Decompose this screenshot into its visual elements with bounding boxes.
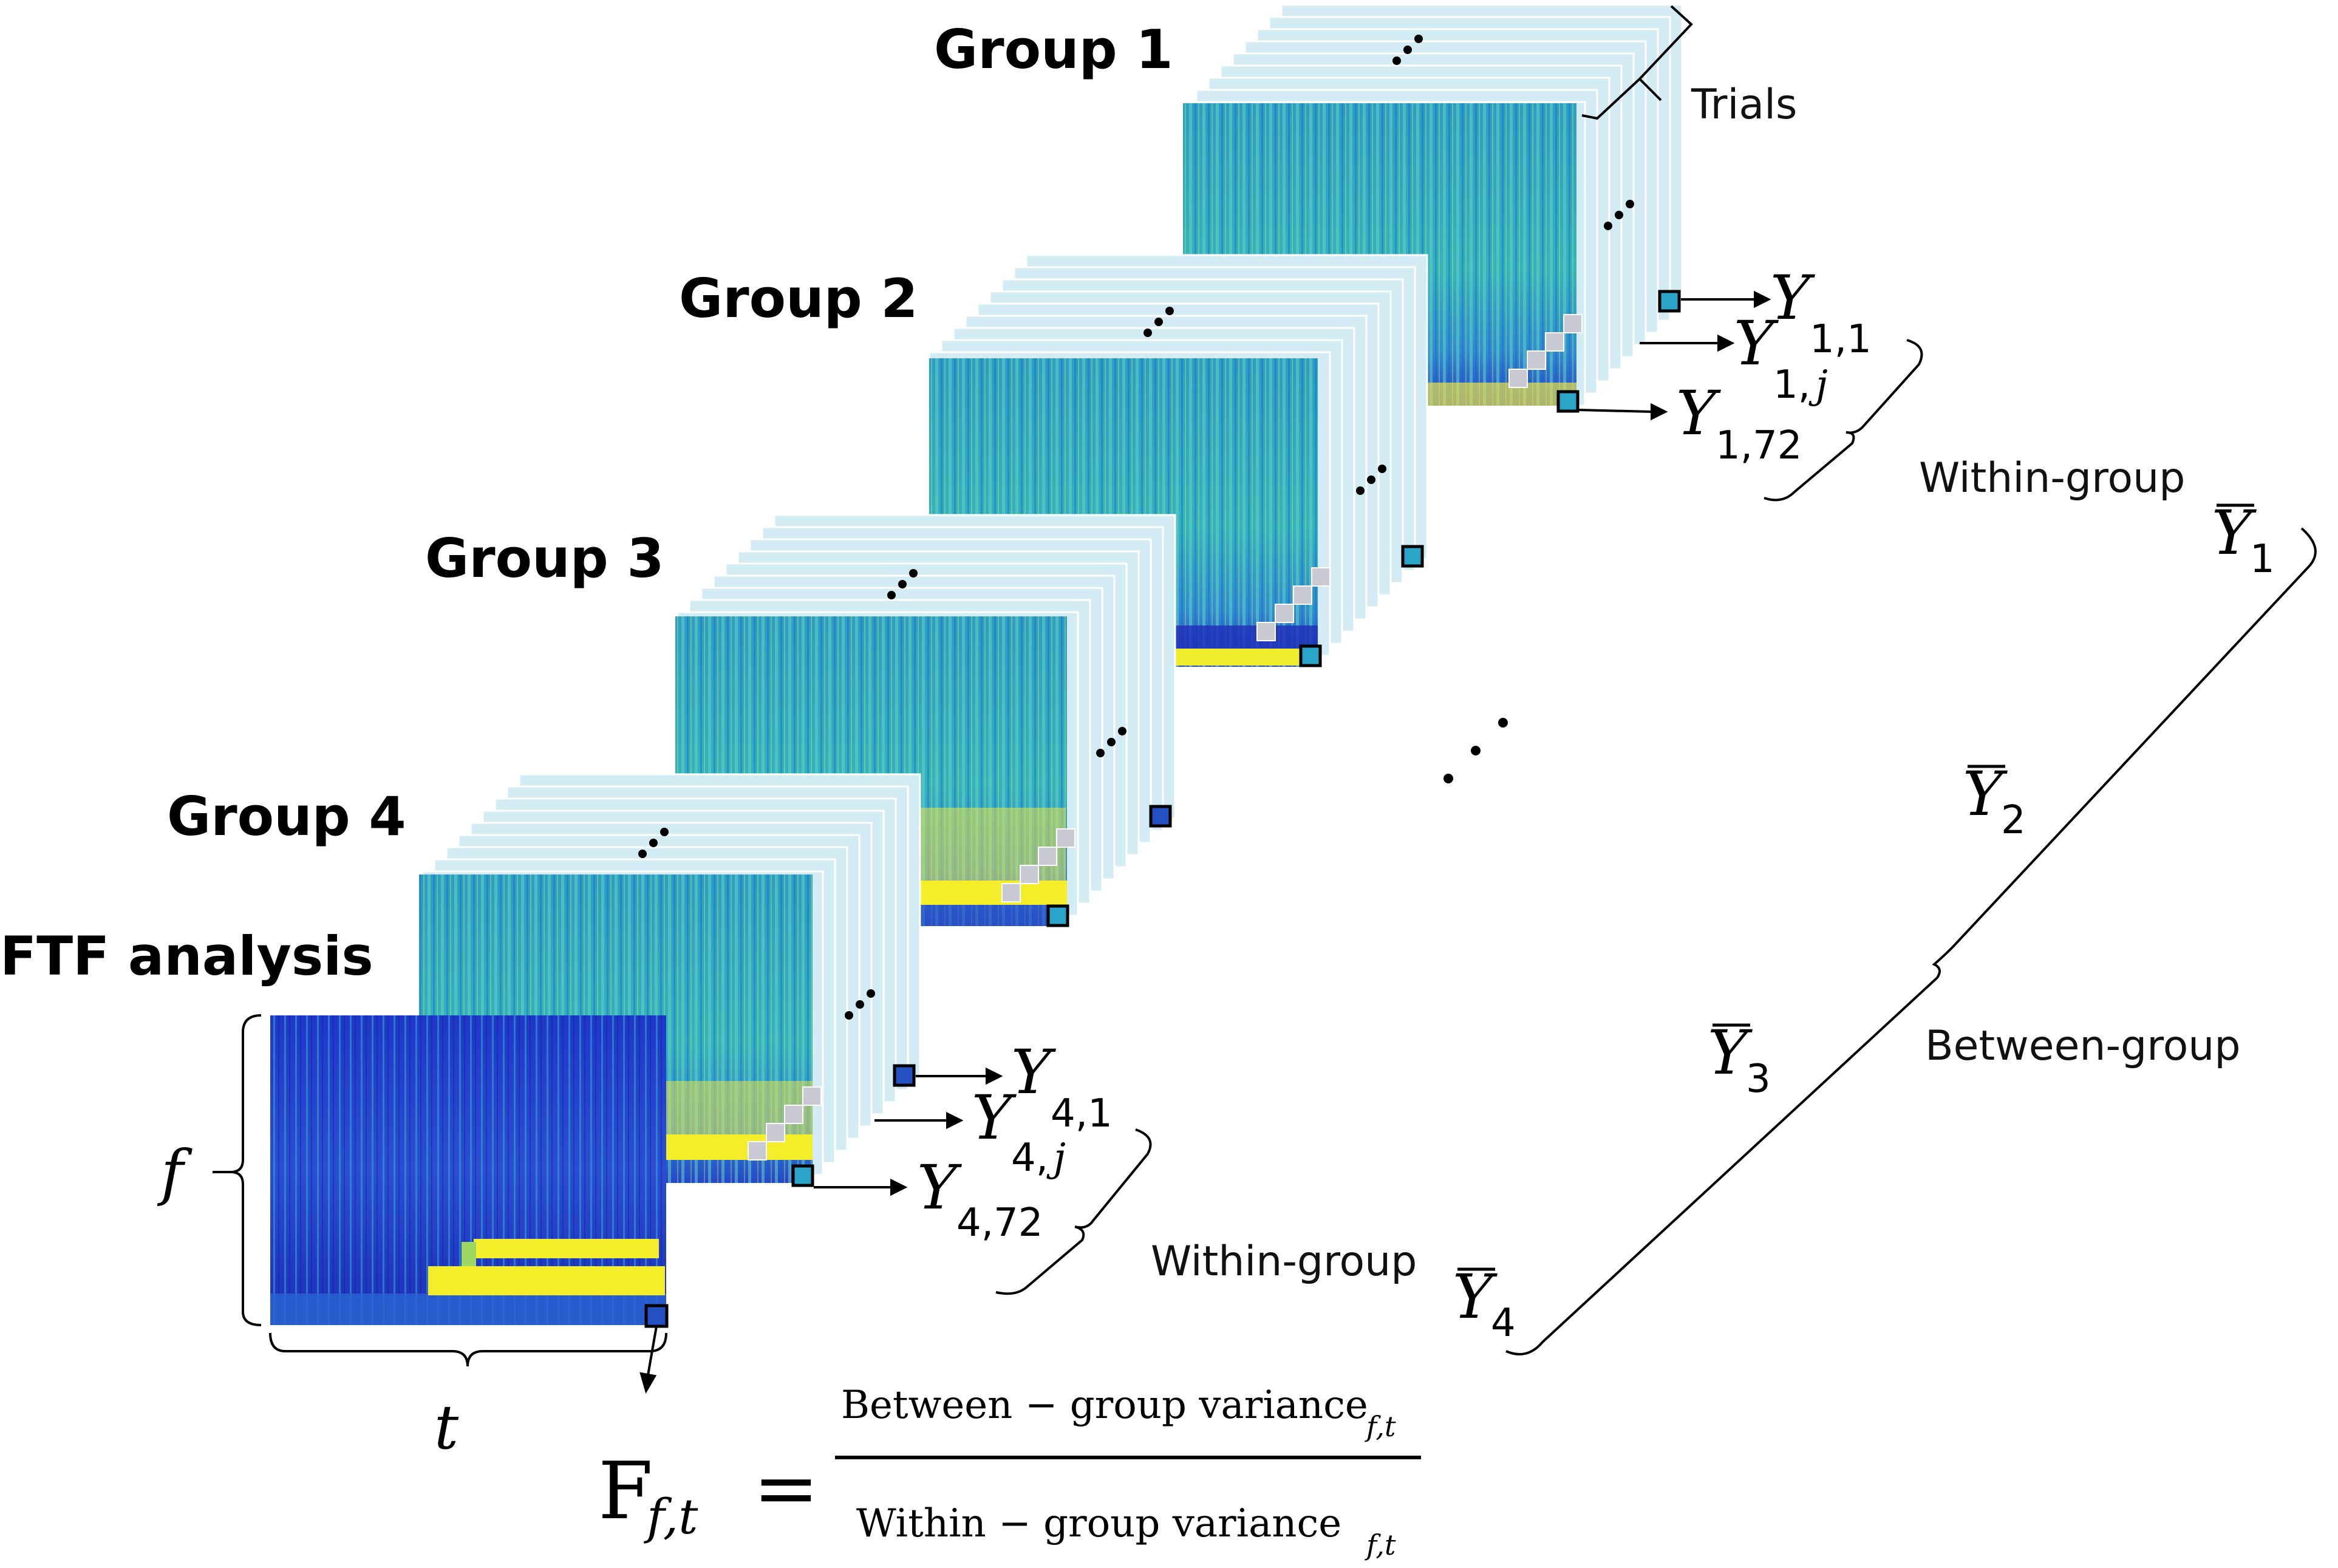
y-symbol: Y: [972, 1082, 1017, 1153]
ellipsis-dots: [1143, 307, 1386, 495]
marker-first: [1401, 545, 1424, 568]
marker-first: [1658, 290, 1681, 313]
y-symbol: Y: [2212, 497, 2257, 568]
y-symbol: Y: [1453, 1261, 1498, 1332]
ellipsis-dots: [1392, 35, 1634, 230]
axis-t-label: t: [434, 1392, 459, 1463]
y-label-4-first: Y 4,1: [1011, 1037, 1113, 1136]
axis-f-label: f: [157, 1137, 193, 1208]
marker-last: [791, 1164, 814, 1187]
ellipsis-groups: [1443, 718, 1508, 783]
group-2-title: Group 2: [679, 267, 918, 330]
marker-first: [1149, 805, 1172, 828]
y-symbol: Y: [1770, 262, 1815, 333]
y-label-1-first: Y 1,1: [1770, 262, 1872, 362]
y-subscript: 1,72: [1716, 423, 1802, 468]
formula-denominator: Within − group variance: [856, 1501, 1341, 1546]
corner-markers: [1001, 828, 1075, 902]
marker-first: [893, 1064, 916, 1087]
between-group-label: Between-group: [1925, 1022, 2241, 1070]
y-symbol: Y: [1708, 1017, 1753, 1088]
corner-markers: [1508, 314, 1583, 388]
marker-last: [1299, 644, 1322, 667]
y-symbol: Y: [1963, 758, 2008, 830]
marker-last: [1556, 390, 1580, 413]
trials-brace: [1581, 5, 1693, 120]
group-1-title: Group 1: [934, 18, 1173, 81]
y-subscript: 4,: [1011, 1136, 1048, 1181]
output-arrows: [814, 290, 1771, 1196]
y-symbol: Y: [917, 1152, 962, 1223]
mean-y1: Y 1: [2212, 497, 2275, 582]
corner-markers: [748, 1086, 822, 1161]
within-group-brace-bottom: [995, 1128, 1152, 1295]
t-brace: [269, 1332, 667, 1367]
formula-denominator-subscript: f,t: [1365, 1529, 1396, 1561]
ftf-analysis-title: FTF analysis: [0, 925, 373, 987]
within-group-label-top: Within-group: [1919, 454, 2185, 502]
ftf-marker: [644, 1304, 669, 1328]
mean-subscript: 1: [2250, 537, 2275, 582]
y-subscript: 4,72: [956, 1201, 1043, 1246]
trials-label: Trials: [1691, 81, 1797, 129]
mean-subscript: 3: [1746, 1057, 1771, 1102]
formula-equals: =: [753, 1442, 819, 1534]
y-symbol: Y: [1011, 1037, 1056, 1108]
f-brace: [213, 1014, 262, 1326]
marker-last: [1046, 904, 1069, 927]
formula-numerator-subscript: f,t: [1365, 1410, 1396, 1443]
y-subscript: 1,: [1773, 363, 1810, 407]
formula-lhs: F: [598, 1445, 653, 1537]
within-group-label-bottom: Within-group: [1151, 1238, 1417, 1286]
between-group-brace: [1505, 527, 2317, 1355]
ftf-spectrogram: [270, 1015, 669, 1328]
formula-lhs-subscript: f,t: [644, 1488, 698, 1545]
within-group-brace-top: [1764, 339, 1923, 502]
mean-subscript: 2: [2001, 798, 2026, 843]
y-symbol: Y: [1734, 308, 1779, 379]
corner-markers: [1256, 567, 1331, 641]
ellipsis-dots: [638, 828, 875, 1020]
ellipsis-dots: [887, 569, 1126, 757]
y-subscript: 1,1: [1810, 317, 1872, 362]
mean-subscript: 4: [1491, 1301, 1516, 1346]
y-subscript: 4,1: [1051, 1091, 1113, 1136]
group-3-title: Group 3: [425, 527, 664, 590]
mean-y3: Y 3: [1708, 1017, 1771, 1102]
y-label-1-last: Y 1,72: [1676, 378, 1802, 468]
f-statistic-formula: F f,t = Between − group variance f,t Wit…: [598, 1383, 1421, 1561]
y-label-4-last: Y 4,72: [917, 1152, 1043, 1246]
y-symbol: Y: [1676, 378, 1721, 449]
y-label-1-mid: Y 1, j: [1734, 308, 1828, 407]
y-subscript-index: j: [1808, 363, 1828, 407]
y-label-4-mid: Y 4, j: [972, 1082, 1066, 1181]
formula-numerator: Between − group variance: [841, 1383, 1368, 1428]
y-subscript-index: j: [1046, 1136, 1066, 1181]
ftf-arrow: [639, 1326, 658, 1394]
group-4-title: Group 4: [167, 785, 406, 848]
mean-y2: Y 2: [1963, 758, 2026, 843]
mean-y4: Y 4: [1453, 1261, 1516, 1346]
